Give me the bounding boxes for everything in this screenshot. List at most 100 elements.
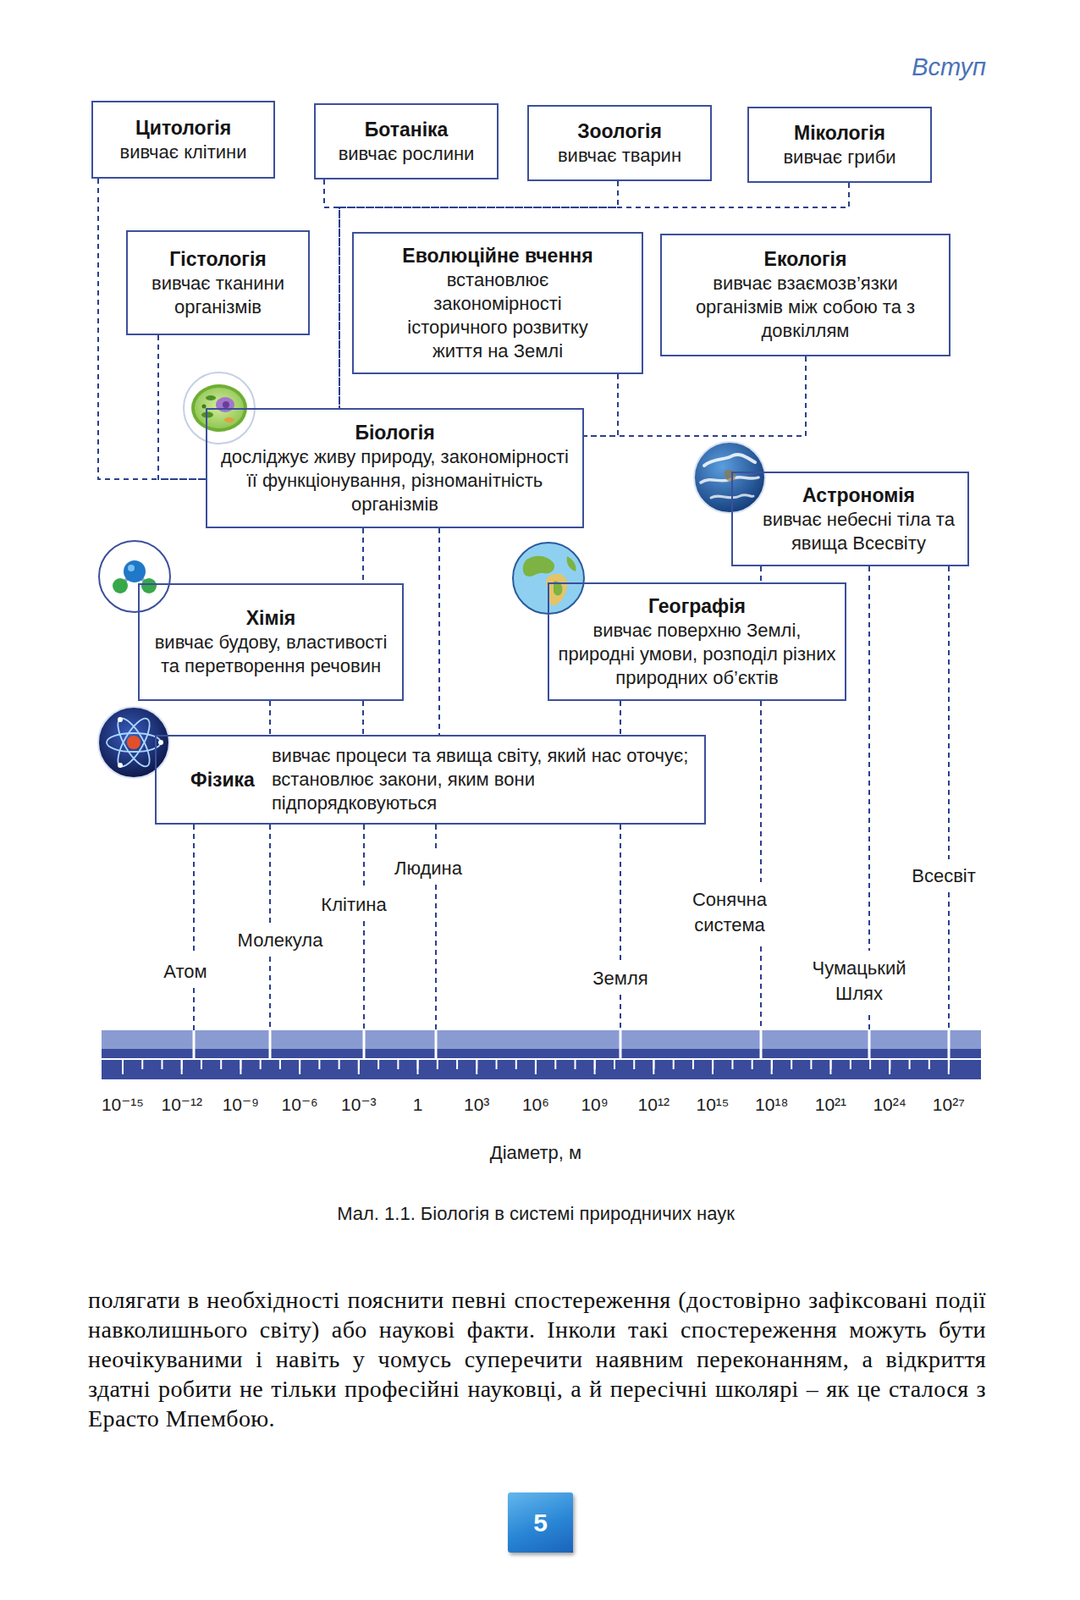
leader-line [760,946,762,1031]
box-heading: Еволюційне вчення [402,243,593,269]
box-heading: Екологія [764,247,848,272]
tick-label: 10³ [463,1092,490,1116]
earth-icon [704,454,755,466]
molecule-icon [123,560,146,583]
globe-icon [523,556,555,577]
box-description: вивчає процеси та явища світу, який нас … [271,743,695,816]
science-box: Цитологіявивчає клітини [91,100,276,179]
molecule-icon [141,578,157,594]
axis-title: Діаметр, м [490,1140,582,1164]
box-heading: Хімія [246,606,297,631]
leader-line [435,884,437,1031]
dashed-connector [362,528,364,584]
dashed-connector [584,356,806,436]
tick-label: 10⁻¹² [160,1092,202,1116]
globe-icon [545,573,568,606]
science-box: Гістологіявивчає тканини організмів [126,230,310,336]
atom-icon [106,732,161,752]
dashed-connector [438,528,441,735]
tick-label: 10⁶ [522,1092,550,1116]
tick-label: 10²⁷ [932,1092,965,1116]
molecule-icon [99,540,171,612]
tick-label: 10⁻⁹ [222,1092,259,1116]
scale-bar [435,1030,438,1059]
science-box: Зоологіявивчає тварин [527,104,712,182]
tick-label: 10⁹ [580,1092,608,1116]
leader-line [435,824,437,852]
scale-bar [121,1058,952,1069]
scale-object-label: Всесвіт [911,864,976,888]
scale-bar [868,1030,871,1059]
molecule-icon [127,564,135,572]
science-box: Фізика вивчає процеси та явища світу, яки… [154,734,706,825]
atom-icon [117,762,123,768]
scale-object-label: Людина [394,856,463,880]
dashed-connector [339,182,849,408]
scale-bar [947,1030,951,1059]
figure-caption: Мал. 1.1. Біологія в системі природничих… [336,1201,735,1225]
box-heading: Біологія [354,420,435,446]
tick-label: 10⁻⁶ [281,1092,319,1116]
box-description: вивчає небесні тіла та явища Всесвіту [758,507,959,556]
atom-icon [98,706,170,778]
leader-line [868,566,871,951]
dashed-connector [760,566,762,583]
leader-line [947,566,950,860]
science-box: Хіміявивчає будову, властивості та перет… [137,583,404,701]
science-box: Астрономіявивчає небесні тіла та явища В… [731,471,970,567]
science-box: Географіявивчає поверхню Землі, природні… [547,582,847,701]
scale-bar [121,1058,952,1075]
box-heading: Географія [648,594,746,619]
leader-line [363,920,365,1031]
earth-icon [694,441,766,513]
tick-label: 10¹⁵ [695,1092,729,1116]
box-description: встановлює закономірності історичного ро… [386,268,609,364]
leader-line [619,824,622,962]
box-description: вивчає рослини [338,142,475,166]
scale-bar [101,1057,981,1060]
scale-object-label: Земля [592,966,648,990]
earth-icon [694,441,766,513]
atom-icon [111,714,155,771]
box-description: вивчає взаємозв’язки організмів між собо… [678,271,933,343]
atom-icon [111,714,155,771]
box-heading: Гістологія [169,247,266,272]
scale-bar [193,1030,949,1059]
box-heading: Мікологія [793,121,886,146]
central-science-box: Біологіядосліджує живу природу, закономі… [205,407,585,529]
atom-icon [98,706,170,778]
page-number: 5 [507,1492,574,1553]
leader-line [947,892,950,1031]
leader-line [363,824,365,888]
science-box: Мікологіявивчає гриби [747,106,932,183]
dashed-connector [584,374,618,436]
cell-icon [201,412,214,419]
tick-label: 10⁻¹⁵ [101,1092,144,1116]
tick-label: 1 [413,1092,424,1116]
scale-object-label: Чумацький Шлях [791,955,927,1007]
scale-object-label: Молекула [237,928,324,952]
dashed-connector [619,700,622,735]
molecule-icon [112,578,128,594]
box-description: вивчає клітини [119,140,247,165]
leader-line [192,824,195,955]
tick-label: 10¹² [638,1092,670,1116]
dashed-connector [98,178,206,480]
box-heading: Ботаніка [364,117,449,143]
science-box: Ботанікавивчає рослини [314,103,499,180]
leader-line [269,956,271,1031]
box-heading: Фізика [190,767,255,793]
dashed-connector [324,179,340,408]
scale-object-label: Сонячна система [666,887,794,938]
scale-bar [363,1030,366,1059]
cell-icon [215,396,235,413]
box-description: вивчає гриби [782,145,896,170]
atom-icon [158,739,164,745]
dashed-connector [362,700,364,735]
globe-icon [567,556,577,572]
box-description: досліджує живу природу, закономірності ї… [215,445,574,517]
leader-line [192,987,195,1031]
cell-icon [205,395,216,401]
